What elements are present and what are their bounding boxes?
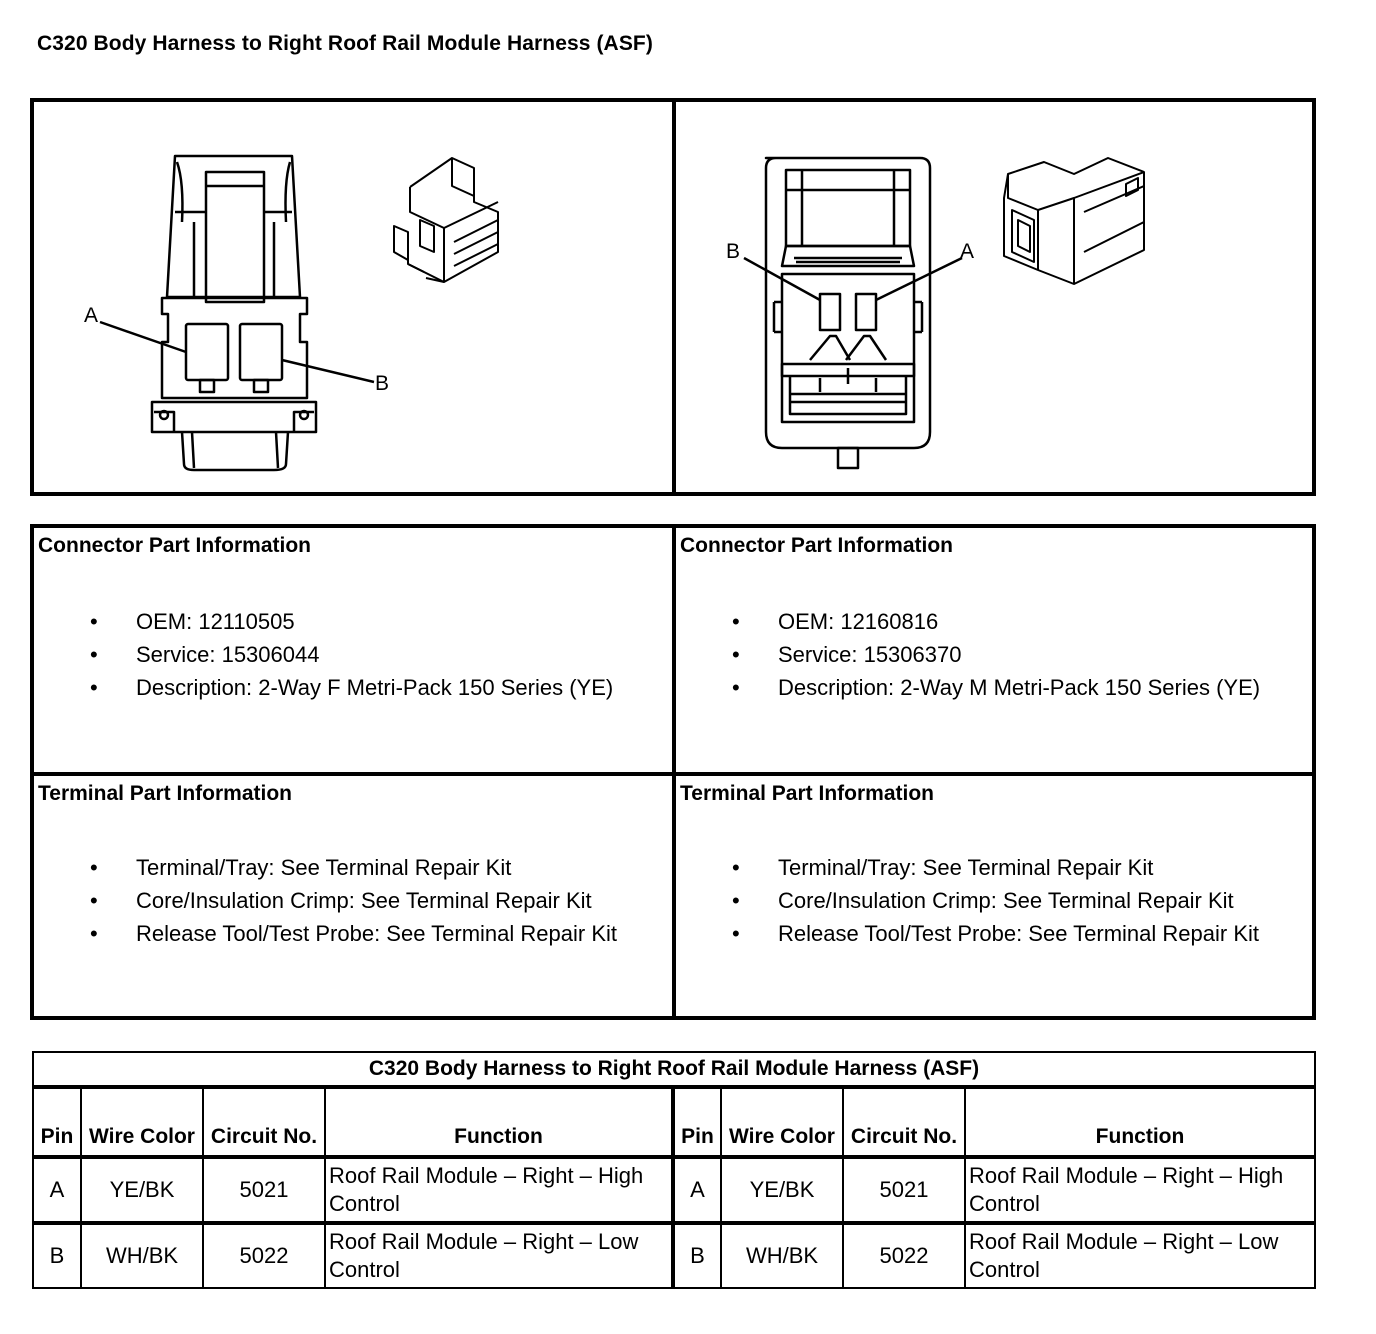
header-function: Function xyxy=(324,1086,674,1159)
table-row: A YE/BK 5021 Roof Rail Module – Right – … xyxy=(32,1156,1317,1225)
list-item: •OEM: 12110505 xyxy=(90,609,295,634)
list-item: •Description: 2-Way M Metri-Pack 150 Ser… xyxy=(732,675,1261,700)
terminal-info-heading: Terminal Part Information xyxy=(38,782,292,805)
list-item: •Core/Insulation Crimp: See Terminal Rep… xyxy=(732,888,1234,913)
male-connector-iso-drawing xyxy=(1003,157,1145,285)
left-label-a: A xyxy=(84,304,99,327)
circuit-cell: 5022 xyxy=(202,1222,326,1289)
connector-info-heading: Connector Part Information xyxy=(38,534,312,557)
function-cell: Roof Rail Module – Right – High Control xyxy=(324,1156,674,1225)
info-horizontal-divider xyxy=(34,772,1312,776)
terminal-info-right: Terminal Part Information •Terminal/Tray… xyxy=(676,776,1312,1016)
connector-info-right: Connector Part Information •OEM: 1216081… xyxy=(676,528,1312,772)
female-connector-face-drawing xyxy=(99,154,375,472)
list-item: •Terminal/Tray: See Terminal Repair Kit xyxy=(90,855,512,880)
list-item: •Service: 15306370 xyxy=(732,642,962,667)
circuit-cell: 5022 xyxy=(842,1222,966,1289)
female-connector-iso-drawing xyxy=(393,157,499,283)
header-pin: Pin xyxy=(32,1086,82,1159)
list-item: •Release Tool/Test Probe: See Terminal R… xyxy=(732,921,1259,946)
header-pin: Pin xyxy=(671,1086,722,1159)
terminal-info-heading: Terminal Part Information xyxy=(680,782,934,805)
list-item: •Terminal/Tray: See Terminal Repair Kit xyxy=(732,855,1154,880)
list-item: •Service: 15306044 xyxy=(90,642,320,667)
panel-divider xyxy=(672,102,676,492)
header-circuit: Circuit No. xyxy=(842,1086,966,1159)
table-row: B WH/BK 5022 Roof Rail Module – Right – … xyxy=(32,1222,1317,1289)
page-title: C320 Body Harness to Right Roof Rail Mod… xyxy=(37,32,653,55)
wire-color-cell: WH/BK xyxy=(720,1222,844,1289)
list-item: •Core/Insulation Crimp: See Terminal Rep… xyxy=(90,888,592,913)
table-header-row: Pin Wire Color Circuit No. Function Pin … xyxy=(32,1086,1317,1159)
pin-cell: A xyxy=(32,1156,82,1225)
male-connector-face-drawing xyxy=(743,156,963,470)
list-item: •OEM: 12160816 xyxy=(732,609,939,634)
wire-color-cell: WH/BK xyxy=(80,1222,204,1289)
list-item: •Release Tool/Test Probe: See Terminal R… xyxy=(90,921,617,946)
connector-info-heading: Connector Part Information xyxy=(680,534,954,557)
connector-drawings xyxy=(99,154,1145,472)
terminal-info-left: Terminal Part Information •Terminal/Tray… xyxy=(34,776,672,1016)
header-wire-color: Wire Color xyxy=(720,1086,844,1159)
circuit-cell: 5021 xyxy=(842,1156,966,1225)
connector-diagram-panel: A B B A xyxy=(30,98,1316,496)
pinout-table: C320 Body Harness to Right Roof Rail Mod… xyxy=(31,1051,1317,1289)
function-cell: Roof Rail Module – Right – Low Control xyxy=(963,1222,1317,1289)
pin-cell: A xyxy=(671,1156,722,1225)
connector-info-left: Connector Part Information •OEM: 1211050… xyxy=(34,528,672,772)
pin-cell: B xyxy=(32,1222,82,1289)
right-label-b: B xyxy=(726,240,741,263)
right-label-a: A xyxy=(960,240,975,263)
left-label-b: B xyxy=(375,372,390,395)
table-caption: C320 Body Harness to Right Roof Rail Mod… xyxy=(31,1051,1317,1089)
header-wire-color: Wire Color xyxy=(80,1086,204,1159)
function-cell: Roof Rail Module – Right – High Control xyxy=(963,1156,1317,1225)
wire-color-cell: YE/BK xyxy=(720,1156,844,1225)
function-cell: Roof Rail Module – Right – Low Control xyxy=(324,1222,674,1289)
part-information-grid: Connector Part Information •OEM: 1211050… xyxy=(30,524,1316,1020)
circuit-cell: 5021 xyxy=(202,1156,326,1225)
wire-color-cell: YE/BK xyxy=(80,1156,204,1225)
pin-cell: B xyxy=(671,1222,722,1289)
header-circuit: Circuit No. xyxy=(202,1086,326,1159)
list-item: •Description: 2-Way F Metri-Pack 150 Ser… xyxy=(90,675,614,700)
header-function: Function xyxy=(963,1086,1317,1159)
